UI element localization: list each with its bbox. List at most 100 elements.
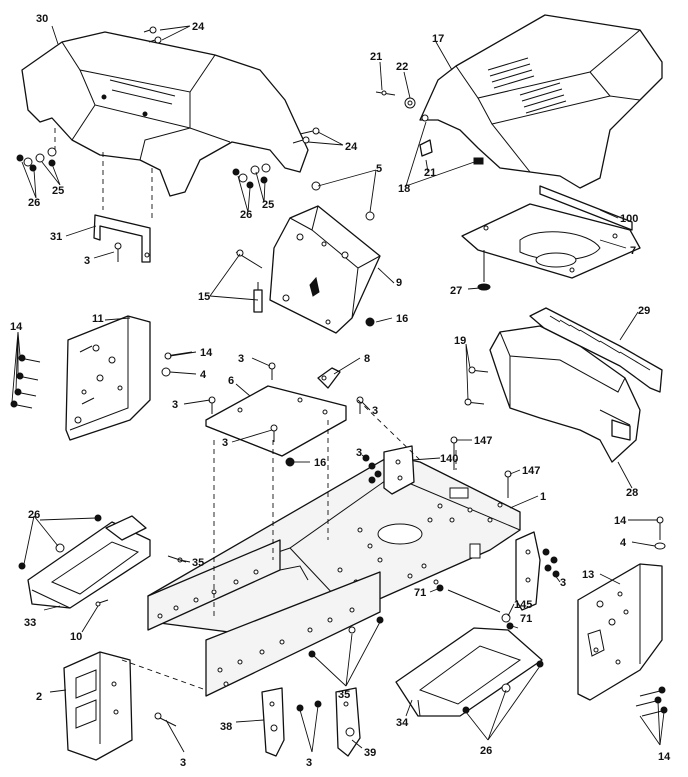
callout-9: 9: [396, 277, 402, 289]
callout-25: 25: [52, 185, 64, 197]
callout-34: 34: [396, 717, 409, 729]
screws-3-frame-right: [542, 548, 560, 578]
screws-3-bottom: [296, 700, 322, 712]
part-11-side-panel: [65, 315, 151, 441]
screws-19: [464, 366, 489, 406]
part-33-footrest: [27, 515, 151, 609]
pin-10: [95, 599, 109, 607]
callout-39: 39: [364, 747, 376, 759]
callout-8: 8: [364, 353, 370, 365]
callout-14: 14: [10, 321, 23, 333]
bolt-27: [477, 250, 491, 291]
callout-14: 14: [614, 515, 627, 527]
callout-14: 14: [200, 347, 213, 359]
callout-22: 22: [396, 61, 408, 73]
callout-24: 24: [345, 141, 358, 153]
callout-4: 4: [620, 537, 627, 549]
callout-16: 16: [314, 457, 326, 469]
washer-22: [404, 97, 416, 109]
callout-3: 3: [84, 255, 90, 267]
callout-3: 3: [306, 757, 312, 769]
part-8-clip: [317, 367, 341, 389]
callout-19: 19: [454, 335, 466, 347]
callout-145: 145: [514, 599, 532, 611]
callout-147: 147: [522, 465, 540, 477]
part-7-plate: [461, 203, 641, 279]
callout-29: 29: [638, 305, 650, 317]
callout-100: 100: [620, 213, 638, 225]
part-1-main-frame: [147, 455, 521, 697]
screw-21-bottom: [421, 114, 429, 122]
part-38-bracket: [261, 687, 285, 757]
callout-3: 3: [180, 757, 186, 769]
part-100-strip: [539, 185, 633, 231]
part-17-hood: [419, 14, 663, 189]
bolt-147-a: [450, 436, 458, 470]
hardware-35-mid: [308, 616, 384, 658]
bracket-right-frame: [515, 531, 541, 611]
callout-71: 71: [414, 587, 426, 599]
hardware-14-4-side: [161, 351, 193, 377]
hardware-26-right: [462, 660, 544, 714]
callout-26: 26: [240, 209, 252, 221]
callout-24: 24: [192, 21, 205, 33]
callout-31: 31: [50, 231, 62, 243]
callout-35: 35: [192, 557, 204, 569]
callout-71: 71: [520, 613, 532, 625]
callout-25: 25: [262, 199, 274, 211]
screw-24-top: [143, 26, 162, 44]
callout-17: 17: [432, 33, 444, 45]
nut-5-a: [311, 181, 321, 191]
callout-15: 15: [198, 291, 210, 303]
callout-26: 26: [28, 509, 40, 521]
nut-16-a: [365, 317, 375, 327]
callout-30: 30: [36, 13, 48, 25]
part-29-grille: [529, 307, 663, 393]
callout-14: 14: [658, 751, 671, 763]
hardware-25-26-left: [16, 147, 57, 172]
callout-3: 3: [372, 405, 378, 417]
part-6-floor-plate: [205, 385, 347, 457]
callout-3: 3: [356, 447, 362, 459]
nut-16-b: [285, 457, 295, 467]
callout-21: 21: [424, 167, 436, 179]
part-39-bracket: [335, 687, 361, 757]
callout-147: 147: [474, 435, 492, 447]
hardware-71-145: [436, 584, 514, 630]
callout-21: 21: [370, 51, 382, 63]
callout-33: 33: [24, 617, 36, 629]
callout-3: 3: [560, 577, 566, 589]
part-9-dash-panel: [269, 205, 381, 334]
callout-26: 26: [28, 197, 40, 209]
screw-24-right: [292, 127, 320, 144]
callout-1: 1: [540, 491, 546, 503]
callout-11: 11: [92, 313, 104, 325]
bracket-140: [383, 445, 415, 495]
part-2-front-plate: [63, 651, 133, 761]
callout-18: 18: [398, 183, 410, 195]
callout-28: 28: [626, 487, 638, 499]
bolt-147-b: [504, 470, 512, 498]
bolts-14-left: [10, 354, 41, 409]
callout-38: 38: [220, 721, 232, 733]
callout-27: 27: [450, 285, 462, 297]
callout-3: 3: [222, 437, 228, 449]
nut-5-b: [365, 211, 375, 221]
callout-labels: 30 24 24 25 26 25 26 31 3 21 22 17 21 18…: [10, 13, 671, 769]
part-34-footrest: [395, 627, 543, 717]
callout-3: 3: [238, 353, 244, 365]
callout-13: 13: [582, 569, 594, 581]
part-30-fender-cover: [21, 31, 309, 197]
callout-7: 7: [630, 245, 636, 257]
callout-35: 35: [338, 689, 350, 701]
hardware-15: [235, 249, 263, 313]
callout-140: 140: [440, 453, 458, 465]
screw-3-front: [154, 712, 177, 727]
callout-6: 6: [228, 375, 234, 387]
part-31-bracket: [93, 214, 151, 263]
callout-2: 2: [36, 691, 42, 703]
leader-lines: [11, 25, 665, 753]
callout-26: 26: [480, 745, 492, 757]
